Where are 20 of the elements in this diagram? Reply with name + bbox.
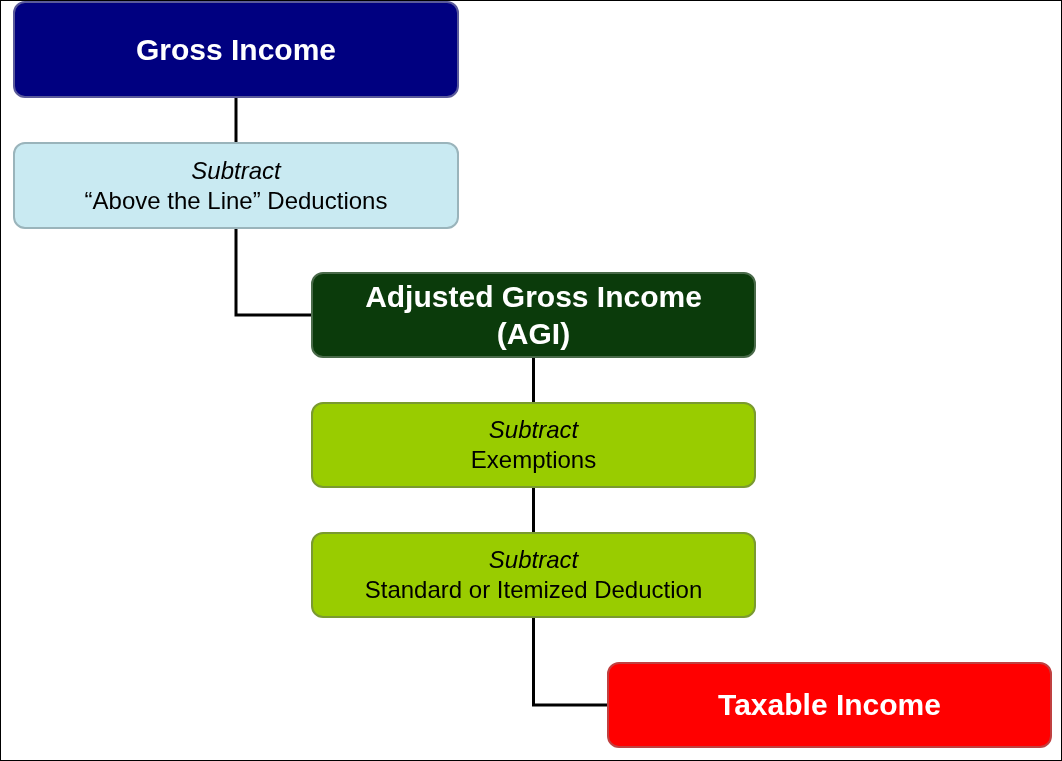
node-label: “Above the Line” Deductions bbox=[84, 185, 388, 216]
step-heading: Subtract bbox=[191, 155, 281, 186]
process-box bbox=[311, 532, 756, 618]
process-box bbox=[13, 142, 459, 229]
process-box bbox=[311, 402, 756, 488]
node-label: Taxable Income bbox=[718, 687, 941, 724]
total-box bbox=[607, 662, 1052, 748]
total-box bbox=[13, 1, 459, 98]
connector-line bbox=[532, 618, 607, 707]
step-heading: Subtract bbox=[488, 545, 579, 575]
total-box bbox=[311, 272, 756, 358]
connector-line bbox=[532, 488, 535, 532]
node-label: Adjusted Gross Income (AGI) bbox=[364, 278, 703, 352]
connector-line bbox=[532, 358, 535, 402]
connector-line bbox=[234, 229, 311, 317]
node-label: Exemptions bbox=[470, 445, 597, 475]
node-label: Standard or Itemized Deduction bbox=[364, 575, 703, 605]
connector-line bbox=[234, 98, 238, 142]
step-heading: Subtract bbox=[488, 415, 579, 445]
node-label: Gross Income bbox=[135, 31, 337, 68]
